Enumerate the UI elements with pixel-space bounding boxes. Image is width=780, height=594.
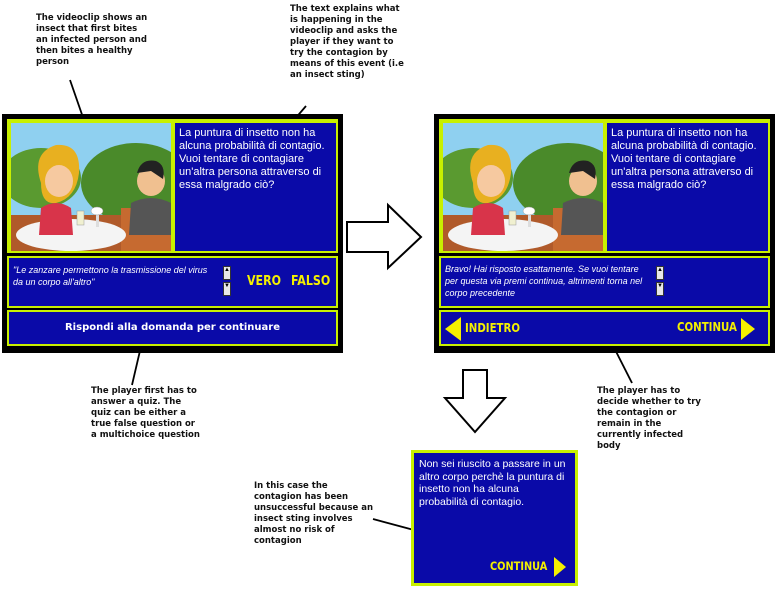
footer-panel: Rispondi alla domanda per continuare — [7, 310, 338, 346]
right-arrow-icon — [741, 318, 755, 340]
videoclip-image[interactable] — [11, 123, 171, 251]
quiz-question: "Le zanzare permettono la trasmissione d… — [13, 265, 208, 287]
feedback-scroll-up[interactable]: ▲ — [656, 266, 664, 280]
right-arrow-icon — [554, 557, 566, 577]
description-text: La puntura di insetto non ha alcuna prob… — [611, 127, 757, 191]
description-panel: La puntura di insetto non ha alcuna prob… — [607, 123, 768, 251]
nav-panel: INDIETRO CONTINUA — [439, 310, 770, 346]
top-panel: La puntura di insetto non ha alcuna prob… — [439, 119, 770, 253]
continue-button[interactable]: CONTINUA — [677, 316, 767, 342]
feedback-scroll-down[interactable]: ▼ — [656, 282, 664, 296]
screen-quiz: La puntura di insetto non ha alcuna prob… — [2, 114, 343, 353]
annotation-unsuccessful: In this case the contagion has been unsu… — [254, 481, 374, 546]
arrow-right — [346, 202, 423, 271]
false-button[interactable]: FALSO — [291, 274, 331, 289]
result-message: Non sei riuscito a passare in un altro c… — [419, 458, 566, 508]
back-button[interactable]: INDIETRO — [445, 316, 545, 342]
true-button[interactable]: VERO — [247, 274, 282, 289]
quiz-scroll-down[interactable]: ▼ — [223, 282, 231, 296]
feedback-text: Bravo! Hai risposto esattamente. Se vuoi… — [445, 264, 643, 298]
continue-label: CONTINUA — [490, 559, 548, 573]
quiz-panel: "Le zanzare permettono la trasmissione d… — [7, 256, 338, 308]
back-label: INDIETRO — [465, 321, 521, 335]
description-panel: La puntura di insetto non ha alcuna prob… — [175, 123, 336, 251]
description-text: La puntura di insetto non ha alcuna prob… — [179, 127, 325, 191]
screen-decision: La puntura di insetto non ha alcuna prob… — [434, 114, 775, 353]
footer-instruction: Rispondi alla domanda per continuare — [64, 322, 280, 333]
arrow-down — [442, 369, 508, 434]
screen-result: Non sei riuscito a passare in un altro c… — [411, 450, 578, 586]
quiz-scroll-up[interactable]: ▲ — [223, 266, 231, 280]
top-panel: La puntura di insetto non ha alcuna prob… — [7, 119, 338, 253]
annotation-quiz: The player first has to answer a quiz. T… — [91, 386, 200, 440]
left-arrow-icon — [445, 317, 461, 341]
annotation-decide: The player has to decide whether to try … — [597, 386, 701, 451]
annotation-videoclip: The videoclip shows an insect that first… — [36, 13, 148, 67]
annotation-text-explains: The text explains what is happening in t… — [290, 4, 404, 80]
continue-label: CONTINUA — [677, 320, 737, 334]
videoclip-image[interactable] — [443, 123, 603, 251]
continue-button[interactable]: CONTINUA — [490, 555, 576, 579]
feedback-panel: Bravo! Hai risposto esattamente. Se vuoi… — [439, 256, 770, 308]
